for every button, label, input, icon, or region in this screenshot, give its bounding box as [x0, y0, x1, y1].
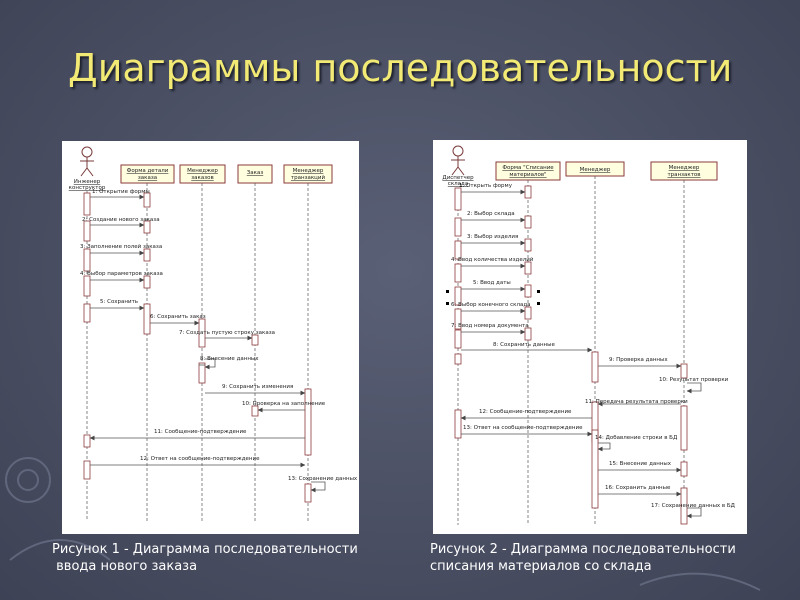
object-label-line1: Менеджер: [580, 167, 611, 173]
message-label: 10: Проверка на заполнение: [242, 401, 326, 407]
message-label: 9: Сохранить изменения: [222, 384, 293, 390]
sequence-diagram-2: Диспетчер склада Форма "Списание материа…: [433, 140, 747, 534]
message-label: 17: Сохранение данных в БД: [651, 503, 736, 509]
message-label: 13: Ответ на сообщение-подтверждение: [463, 425, 583, 431]
object-box-transaction-manager: Менеджер транзактов: [650, 161, 718, 181]
message-label: 2: Выбор склада: [467, 211, 515, 217]
object-label-line2: материалов": [509, 172, 546, 178]
lifelines: [86, 183, 309, 521]
sequence-diagram-1: Инженер конструктор Форма детали заказа …: [62, 141, 359, 534]
actor-figure-icon: [451, 145, 465, 176]
message-label: 3: Заполнение полей заказа: [80, 243, 162, 250]
lifelines: [457, 176, 685, 525]
object-label-line1: Форма "Списание: [502, 165, 554, 171]
message-label: 8: Внесение данных: [200, 356, 259, 362]
object-box-order-manager: Менеджер заказов: [179, 164, 226, 184]
actor-label-line1: Инженер: [74, 179, 101, 185]
message-label: 6: Выбор конечного склада: [451, 302, 531, 308]
message-arrows: [89, 194, 326, 493]
object-box-manager: Менеджер: [565, 161, 625, 177]
object-label-line1: Форма детали: [127, 168, 169, 174]
message-label: 1: Открыть форму: [459, 183, 513, 189]
actor-label-line2: конструктор: [69, 185, 106, 191]
object-label-line2: транзакций: [291, 174, 326, 181]
object-label-line1: Заказ: [247, 170, 264, 176]
message-label: 10: Результат проверки: [659, 377, 729, 383]
message-label: 4: Ввод количества изделий: [451, 256, 534, 263]
message-label: 2: Создание нового заказа: [82, 217, 160, 223]
message-label: 15: Внесение данных: [609, 461, 672, 467]
message-label: 7: Ввод номера документа: [451, 323, 529, 329]
message-label: 12: Сообщение-подтверждение: [479, 409, 572, 415]
slide-title: Диаграммы последовательности: [68, 46, 733, 90]
actor-label-line1: Диспетчер: [442, 175, 474, 181]
figure-1-caption: Рисунок 1 - Диаграмма последовательности…: [52, 542, 358, 574]
message-label: 14: Добавление строки в БД: [595, 435, 678, 441]
message-label: 11: Сообщение-подтверждение: [154, 429, 247, 435]
figure-2-caption: Рисунок 2 - Диаграмма последовательности…: [430, 542, 736, 574]
message-label: 7: Создать пустую строку заказа: [179, 330, 275, 336]
selection-handles: [446, 290, 540, 305]
actor-label-line2: склада: [448, 181, 468, 187]
message-label: 5: Сохранить: [100, 299, 138, 305]
message-label: 8: Сохранить данные: [493, 342, 555, 348]
message-label: 11: Передача результата проверки: [585, 399, 688, 405]
object-box-transaction-manager: Менеджер транзакций: [283, 164, 333, 184]
message-label: 9: Проверка данных: [609, 357, 668, 363]
object-box-order-form: Форма детали заказа: [120, 164, 175, 184]
object-label-line1: Менеджер: [669, 165, 700, 171]
object-box-write-off-form: Форма "Списание материалов": [495, 161, 561, 181]
message-arrows: [460, 189, 702, 519]
object-label-line1: Менеджер: [293, 168, 324, 174]
message-label: 3: Выбор изделия: [467, 234, 518, 240]
message-label: 4: Выбор параметров заказа: [80, 271, 163, 277]
message-label: 6: Сохранить заказ: [150, 314, 206, 320]
message-label: 12: Ответ на сообщение-подтверждение: [140, 456, 260, 462]
object-label-line2: заказов: [191, 175, 214, 181]
object-label-line2: заказа: [138, 175, 157, 181]
message-label: 1: Открытие формы: [92, 189, 150, 195]
object-label-line2: транзактов: [667, 172, 700, 178]
message-label: 16: Сохранить данные: [605, 485, 671, 491]
message-labels: 1: Открытие формы 2: Создание нового зак…: [80, 189, 358, 482]
message-labels: 1: Открыть форму 2: Выбор склада 3: Выбо…: [451, 183, 736, 509]
object-box-order: Заказ: [237, 164, 273, 184]
message-label: 13: Сохранение данных: [288, 476, 358, 482]
actor-figure-icon: [80, 146, 94, 177]
object-label-line1: Менеджер: [187, 168, 218, 174]
activation-bars: [83, 192, 312, 503]
message-label: 5: Ввод даты: [473, 280, 511, 286]
